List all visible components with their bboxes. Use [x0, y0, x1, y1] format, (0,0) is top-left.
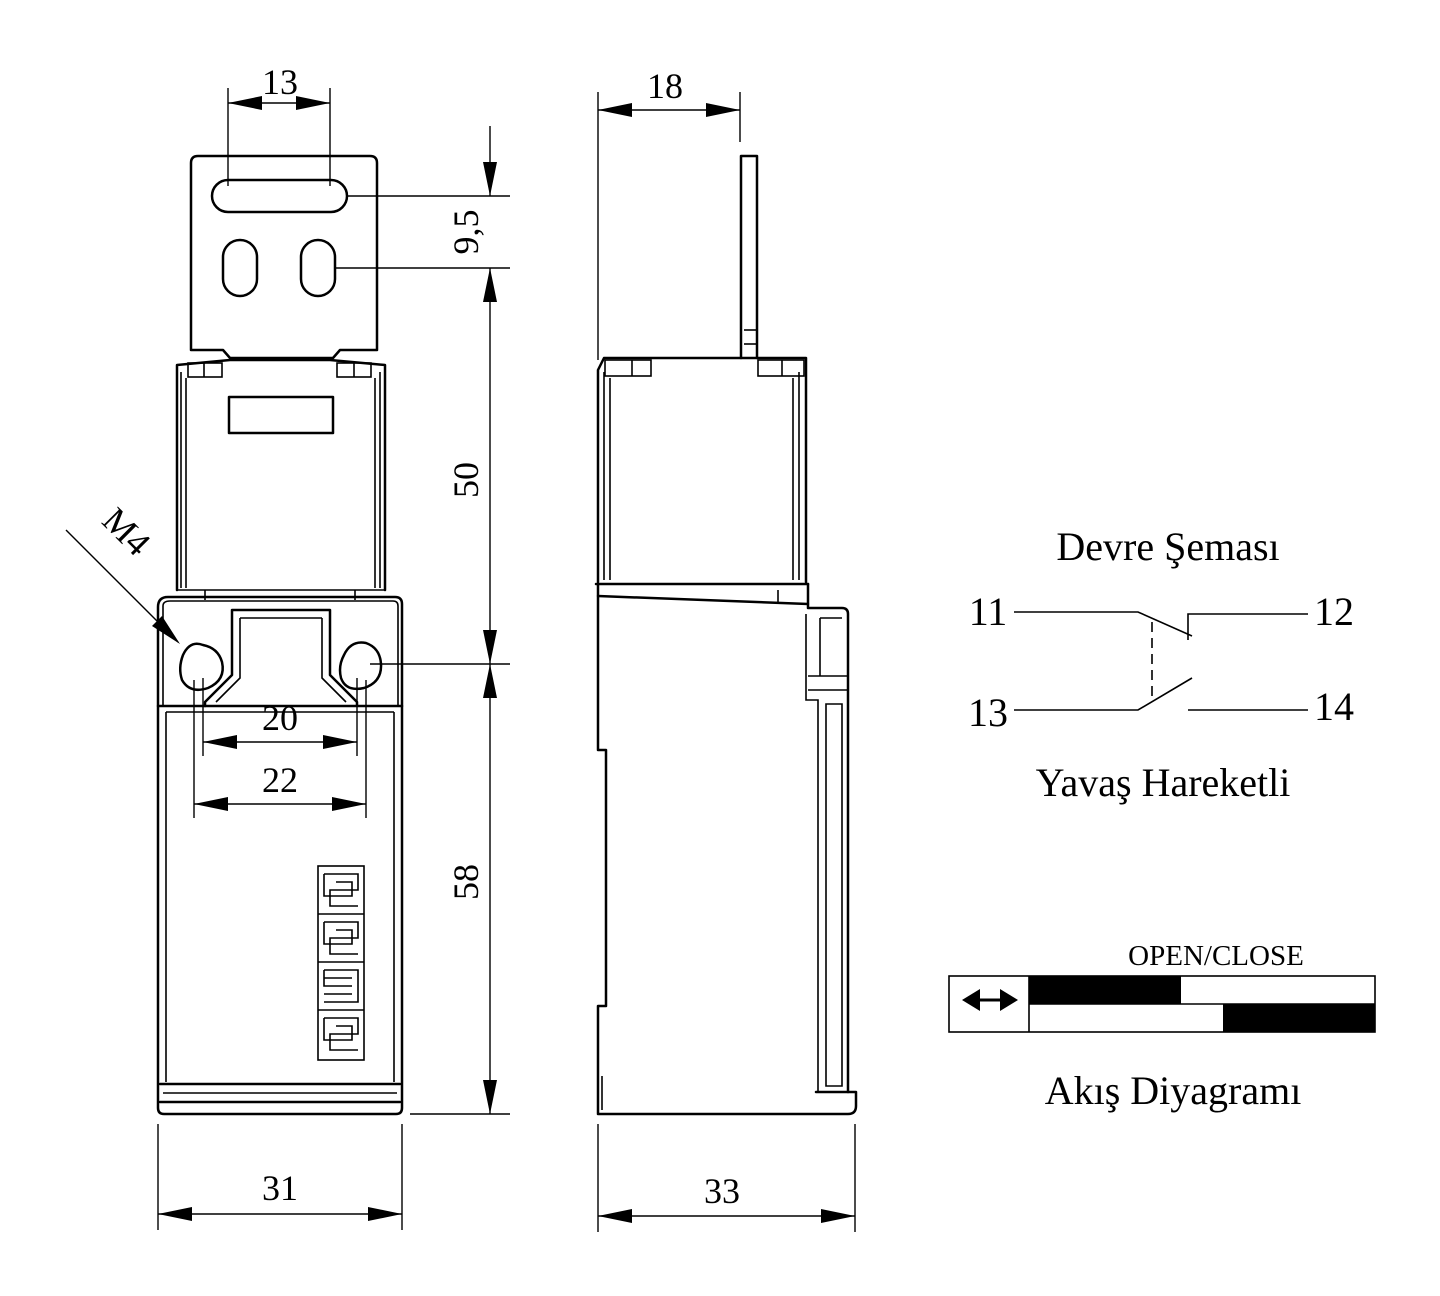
dim-body-width: 31	[157, 1124, 403, 1230]
dim-body-depth: 33	[597, 1124, 856, 1232]
terminal-11: 11	[969, 589, 1008, 634]
circuit-caption: Yavaş Hareketli	[1036, 760, 1291, 805]
circuit-title: Devre Şeması	[1056, 524, 1279, 569]
label-body-width: 31	[262, 1168, 298, 1208]
label-hole-spacing: 9,5	[446, 210, 486, 255]
dim-outer-spacing: 22	[193, 680, 367, 818]
terminal-13: 13	[968, 690, 1008, 735]
side-actuator-frame	[596, 356, 808, 584]
dim-thread: M4	[65, 500, 180, 644]
flow-bar-top	[1029, 976, 1181, 1004]
label-outer-spacing: 22	[262, 760, 298, 800]
double-arrow-icon	[962, 989, 1018, 1011]
label-body-height: 58	[446, 864, 486, 900]
front-view: 13 9,5 50 58 M	[65, 62, 510, 1230]
actuator-frame	[175, 358, 387, 592]
label-inner-spacing: 20	[262, 698, 298, 738]
label-thread: M4	[95, 500, 159, 564]
side-view: 18 33	[594, 66, 858, 1232]
dim-slot-width: 13	[227, 62, 331, 186]
terminal-12: 12	[1314, 589, 1354, 634]
label-body-depth: 33	[704, 1171, 740, 1211]
switch-body	[156, 589, 404, 1116]
circuit-diagram: Devre Şeması 11 12 13 14 Yavaş Hareketli	[968, 524, 1354, 805]
dim-actuator-height: 50	[446, 268, 497, 664]
label-slot-width: 13	[262, 62, 298, 102]
flow-header: OPEN/CLOSE	[1128, 940, 1304, 972]
nc-contact	[1014, 611, 1308, 640]
side-actuator-tongue	[739, 154, 759, 360]
semes-logo	[317, 865, 365, 1061]
dim-inner-spacing: 20	[202, 678, 358, 756]
dim-actuator-offset: 18	[597, 66, 741, 360]
dim-hole-spacing: 9,5	[336, 126, 510, 302]
terminal-14: 14	[1314, 684, 1354, 729]
label-actuator-height: 50	[446, 462, 486, 498]
dim-body-height: 58	[370, 663, 510, 1115]
label-actuator-offset: 18	[647, 66, 683, 106]
actuator-plate	[189, 154, 379, 360]
flow-diagram: OPEN/CLOSE Akış Diyagramı	[948, 940, 1376, 1113]
flow-bar-bottom	[1223, 1004, 1375, 1032]
no-contact	[1014, 677, 1308, 711]
flow-caption: Akış Diyagramı	[1045, 1068, 1302, 1113]
side-body	[594, 582, 858, 1116]
